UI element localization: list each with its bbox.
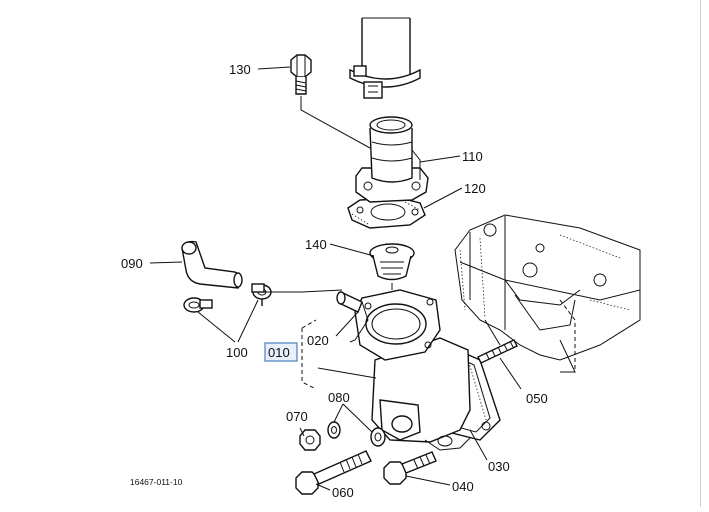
bolt-130 [290,54,312,95]
page-edge-divider [700,0,701,507]
upper-hose [349,17,421,99]
label-080[interactable]: 080 [328,390,350,405]
label-090[interactable]: 090 [121,256,143,271]
highlight-box-010 [264,342,298,362]
label-130[interactable]: 130 [229,62,251,77]
label-070[interactable]: 070 [286,409,308,424]
label-110[interactable]: 110 [462,149,483,164]
label-100[interactable]: 100 [226,345,248,360]
figure-code: 16467-011-10 [130,477,183,487]
water-flange-010 [336,289,471,451]
engine-block [454,214,641,373]
stud-050 [477,339,518,364]
label-040[interactable]: 040 [452,479,474,494]
gasket-120 [347,197,426,229]
label-020[interactable]: 020 [307,333,329,348]
bolt-060 [295,450,372,495]
label-050[interactable]: 050 [526,391,548,406]
hose-090 [181,240,243,289]
label-010[interactable]: 010 [268,345,290,360]
leader-lines [149,66,576,491]
label-120[interactable]: 120 [464,181,486,196]
thermostat-housing-110 [355,116,429,203]
thermostat-140 [369,243,415,290]
bolt-040 [383,451,437,485]
label-140[interactable]: 140 [305,237,327,252]
label-060[interactable]: 060 [332,485,354,500]
nut-070 [299,429,321,451]
hose-clips-100 [183,283,272,313]
label-030[interactable]: 030 [488,459,510,474]
